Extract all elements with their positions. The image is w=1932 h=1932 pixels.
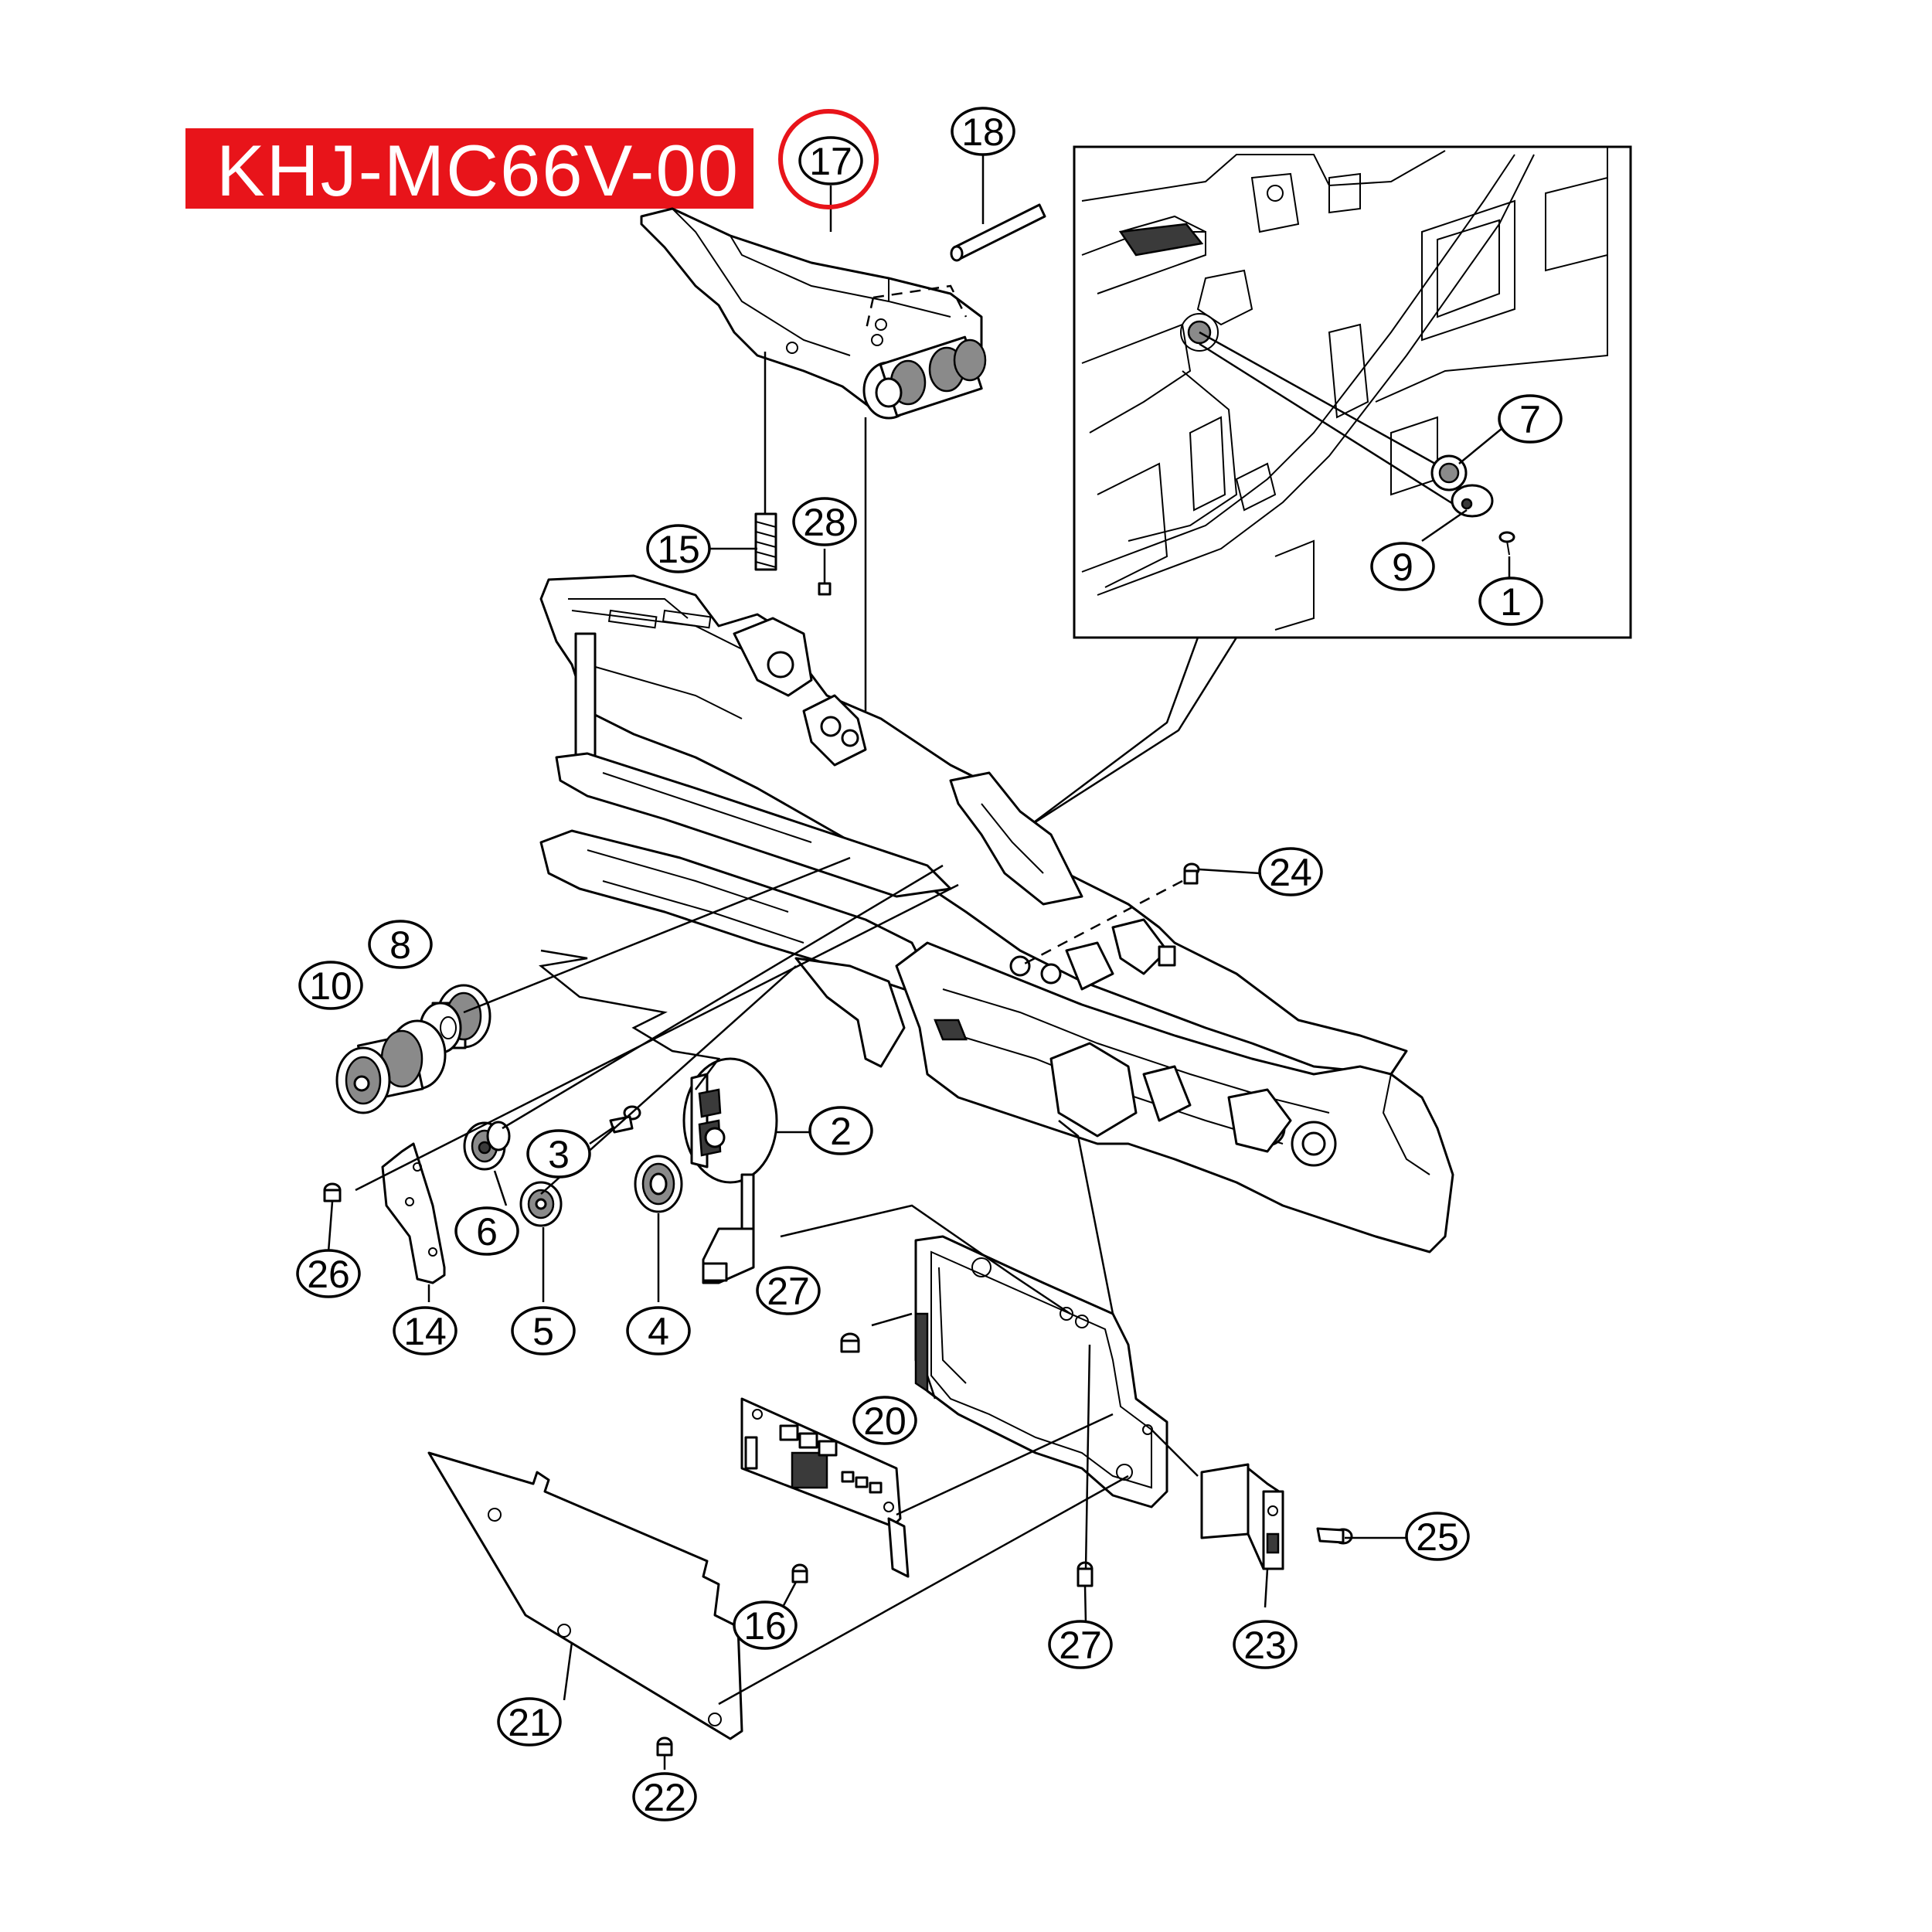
callout-label: 15 [657, 528, 700, 571]
callout-label: 24 [1269, 851, 1312, 894]
callout-label: 9 [1392, 546, 1413, 589]
part-24-screw [1183, 862, 1200, 885]
main-frame [539, 574, 1454, 1253]
callout-label: 27 [767, 1270, 810, 1313]
callout-label: 5 [532, 1310, 554, 1353]
callout-26: 26 [296, 1249, 361, 1298]
callout-label: 7 [1519, 398, 1541, 441]
callout-27-upper: 27 [756, 1266, 821, 1315]
part-22-screw [656, 1736, 673, 1757]
callout-1: 1 [1478, 577, 1543, 626]
inset-pointer-left [1027, 637, 1199, 828]
part-14-plate [381, 1142, 446, 1284]
callout-label: 8 [389, 923, 411, 967]
callout-label: 1 [1500, 580, 1522, 624]
banner-text: KHJ-MC66V-00 [216, 130, 740, 211]
callout-3: 3 [526, 1129, 591, 1179]
callout-label: 10 [309, 964, 352, 1008]
inset-detail [1073, 145, 1632, 639]
callout-18: 18 [951, 107, 1015, 156]
part-2-motor [682, 1057, 778, 1284]
callout-label: 25 [1416, 1515, 1459, 1559]
highlight-circle [778, 109, 879, 209]
inset-linework [1081, 147, 1608, 631]
callout-2: 2 [808, 1106, 873, 1155]
part-20-case [914, 1235, 1168, 1509]
inset-screw-1 [1498, 531, 1515, 556]
callout-label: 4 [648, 1310, 669, 1353]
circuit-board [740, 1397, 910, 1578]
callout-label: 26 [307, 1253, 350, 1296]
callout-5: 5 [511, 1306, 576, 1355]
part-18-pin [950, 203, 1046, 262]
part-5-washer [519, 1181, 563, 1227]
callout-14: 14 [393, 1306, 457, 1355]
part-6-gear [463, 1121, 511, 1171]
callout-23: 23 [1233, 1620, 1298, 1669]
callout-17: 17 [798, 136, 863, 185]
part-17-lever [640, 207, 987, 420]
part-17-rollers [862, 335, 987, 420]
callout-24: 24 [1258, 847, 1323, 896]
callout-20: 20 [852, 1396, 917, 1445]
callout-label: 22 [643, 1776, 686, 1819]
part-23-connector [1200, 1463, 1284, 1570]
callout-27-lower: 27 [1048, 1620, 1113, 1669]
part-15-spring [754, 512, 777, 571]
callout-label: 14 [403, 1310, 447, 1353]
callout-label: 21 [508, 1701, 551, 1744]
callout-label: 28 [803, 501, 846, 544]
callout-label: 3 [548, 1133, 570, 1176]
part-number-banner: KHJ-MC66V-00 [185, 128, 753, 211]
part-4-gear [634, 1155, 683, 1213]
callout-label: 27 [1059, 1624, 1102, 1667]
callout-9: 9 [1370, 542, 1435, 591]
inset-pointer-right [1027, 637, 1238, 828]
callout-label: 17 [809, 140, 852, 183]
inset-gear-7 [1430, 454, 1468, 492]
callout-label: 2 [830, 1110, 852, 1153]
part-28-screw [818, 582, 832, 596]
callout-label: 20 [863, 1400, 906, 1443]
callout-label: 18 [961, 111, 1005, 154]
callout-6: 6 [454, 1206, 519, 1256]
part-25-screw [1316, 1527, 1353, 1545]
inset-disk-9 [1451, 484, 1494, 518]
callout-label: 23 [1243, 1624, 1287, 1667]
callout-label: 16 [743, 1604, 787, 1648]
callout-8: 8 [368, 920, 433, 969]
part-10-roller [335, 1019, 447, 1114]
callout-21: 21 [497, 1697, 562, 1747]
callout-15: 15 [646, 524, 711, 573]
callout-7: 7 [1498, 394, 1563, 444]
part-16-screw [791, 1563, 808, 1583]
banner-background [185, 128, 753, 209]
callout-25: 25 [1405, 1512, 1470, 1561]
part-21-cover [427, 1451, 743, 1740]
callout-10: 10 [298, 961, 363, 1010]
callout-28: 28 [792, 497, 857, 546]
callout-22: 22 [632, 1772, 697, 1821]
part-26-screw [323, 1182, 342, 1202]
callout-4: 4 [626, 1306, 691, 1355]
part-27-screw-upper [840, 1332, 860, 1353]
callout-16: 16 [733, 1600, 798, 1650]
callout-label: 6 [476, 1210, 498, 1253]
